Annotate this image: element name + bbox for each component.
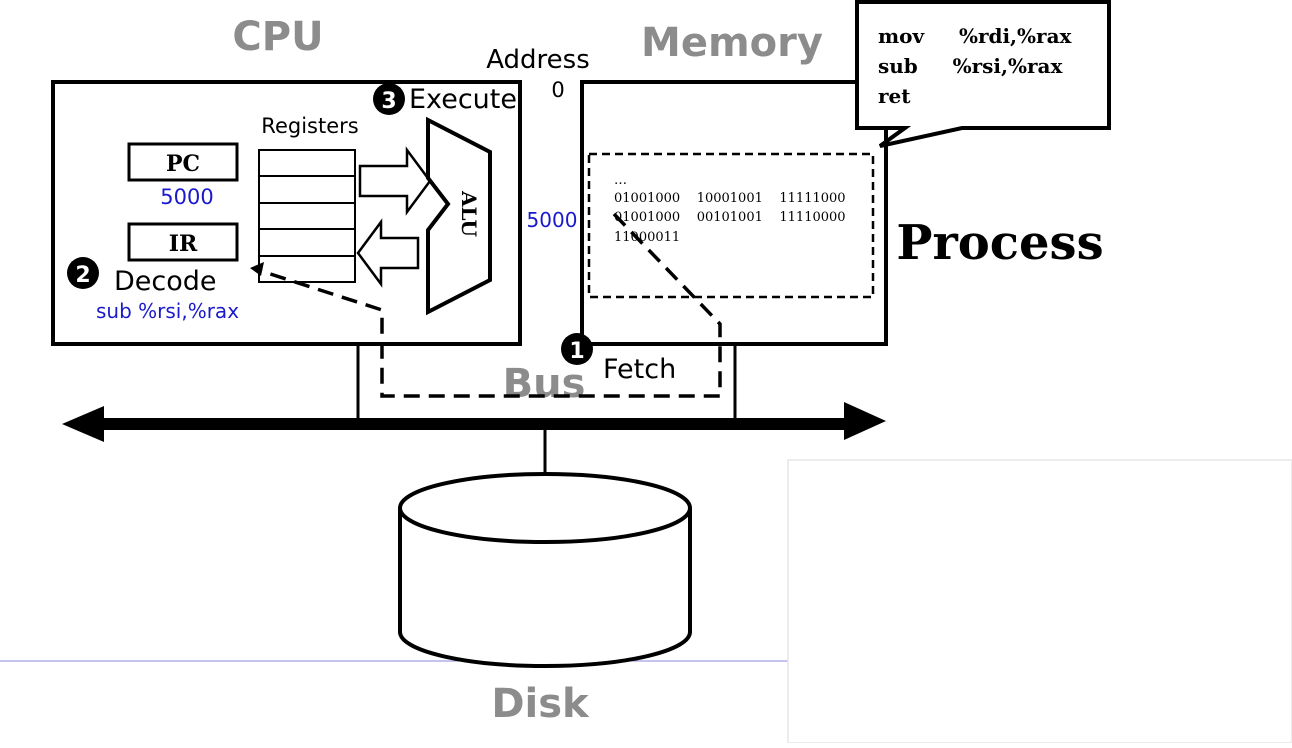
registers-label: Registers	[261, 114, 358, 138]
binary-line-1: 01001000 10001001 11111000	[614, 191, 846, 206]
binary-line-3: 11000011	[614, 230, 680, 245]
step-1-badge	[561, 333, 593, 365]
alu-label: ALU	[457, 190, 481, 237]
pc-value: 5000	[160, 185, 213, 209]
register-file	[258, 149, 356, 283]
decode-label: Decode	[114, 266, 217, 297]
callout-line-2: ret	[878, 84, 911, 108]
pc-register	[127, 142, 239, 182]
system-bus	[62, 402, 886, 442]
disk-body	[398, 508, 692, 668]
fetch-path	[257, 212, 722, 398]
disk-label: Disk	[491, 681, 590, 727]
step-2-badge	[67, 257, 99, 289]
callout-line-1: sub %rsi,%rax	[878, 54, 1063, 78]
assembly-callout	[855, 0, 1111, 148]
memory-box	[580, 80, 888, 346]
callout-line-0: mov %rdi,%rax	[878, 24, 1073, 48]
step-3-number: 3	[381, 89, 396, 114]
binary-line-2: 01001000 00101001 11110000	[614, 210, 846, 225]
process-region	[587, 152, 875, 299]
step-1-number: 1	[569, 339, 584, 364]
pc-label: PC	[166, 151, 200, 177]
fetch-label: Fetch	[603, 354, 676, 385]
alu-shape	[426, 116, 492, 316]
blank-overlay-panel	[787, 459, 1292, 744]
process-label: Process	[896, 215, 1103, 271]
memory-title: Memory	[641, 20, 823, 66]
address-label: Address	[486, 45, 590, 75]
step-2-number: 2	[75, 263, 90, 288]
bus-label: Bus	[503, 361, 586, 407]
register-to-alu-arrow	[358, 146, 432, 216]
step-3-badge	[373, 83, 405, 115]
address-5000: 5000	[527, 208, 578, 232]
binary-line-0: …	[614, 173, 627, 188]
ir-label: IR	[169, 231, 198, 257]
cpu-title: CPU	[232, 14, 323, 60]
disk-top	[398, 472, 692, 544]
ir-register	[127, 222, 239, 262]
execute-label: Execute	[409, 84, 517, 115]
address-zero: 0	[551, 78, 564, 102]
fetch-arrow-head	[250, 262, 264, 276]
decode-instruction: sub %rsi,%rax	[96, 299, 239, 323]
alu-to-register-arrow	[356, 218, 420, 288]
